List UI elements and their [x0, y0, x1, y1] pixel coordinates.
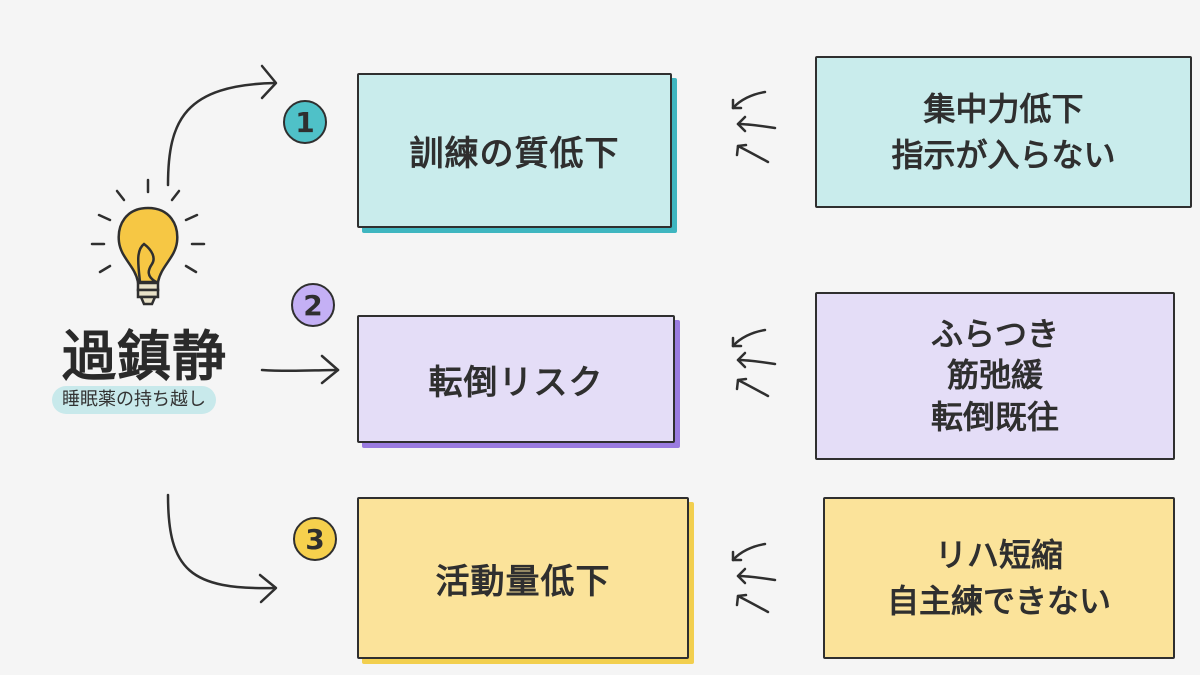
item-3-label: 活動量低下 — [435, 561, 611, 602]
item-1-number-badge: 1 — [283, 100, 327, 144]
arrow-to-item-2 — [260, 368, 340, 373]
item-1-detail-line: 指示が入らない — [891, 136, 1116, 174]
item-2-number-badge: 2 — [291, 283, 335, 327]
item-2-detail-box: ふらつき 筋弛緩 転倒既往 — [815, 292, 1175, 460]
item-1-detail-line: 集中力低下 — [923, 89, 1084, 128]
item-3-detail-line: 自主練できない — [886, 582, 1111, 620]
item-2-detail-line: ふらつき — [930, 314, 1059, 353]
item-3-detail-box: リハ短縮 自主練できない — [823, 497, 1175, 659]
item-3-detail-line: リハ短縮 — [934, 535, 1063, 574]
item-2-label: 転倒リスク — [428, 362, 604, 403]
lightbulb-icon — [90, 178, 206, 306]
item-1-label: 訓練の質低下 — [409, 134, 620, 174]
arrow-to-item-1 — [166, 81, 277, 187]
item-2-detail-line: 筋弛緩 — [946, 356, 1043, 395]
item-2-detail-line: 転倒既往 — [930, 397, 1059, 436]
item-2-box: 転倒リスク — [357, 315, 675, 443]
triple-arrow-1 — [731, 90, 777, 164]
triple-arrow-2 — [731, 328, 777, 398]
item-1-box: 訓練の質低下 — [357, 73, 672, 228]
item-3-box: 活動量低下 — [357, 497, 689, 659]
item-1-detail-box: 集中力低下 指示が入らない — [815, 56, 1192, 208]
item-3-number-badge: 3 — [293, 517, 337, 561]
arrow-to-item-3 — [166, 493, 277, 590]
center-title: 過鎮静 — [62, 325, 227, 388]
triple-arrow-3 — [731, 542, 777, 614]
center-subtitle: 睡眠薬の持ち越し — [52, 386, 216, 414]
